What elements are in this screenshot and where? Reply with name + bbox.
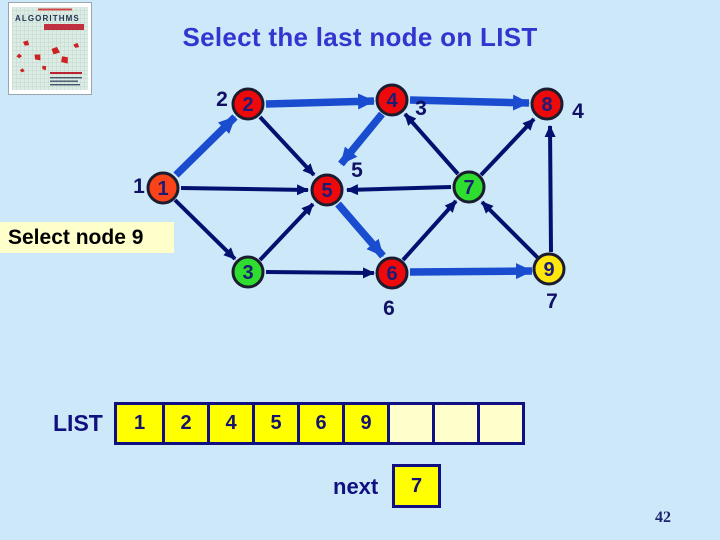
graph-node-3 [231,255,265,289]
visit-order-label: 3 [415,97,427,120]
list-cell [432,405,477,442]
graph-edge-7-8 [479,117,536,177]
graph-edge-7-4 [403,112,460,176]
list-cell: 9 [342,405,387,442]
graph-edge-4-5 [338,111,385,167]
graph-node-number: 5 [321,180,332,202]
visit-order-label: 6 [383,297,395,320]
list-label: LIST [53,410,103,436]
page-title: Select the last node on LIST [182,22,538,52]
algorithms-book-cover: ALGORITHMS [8,2,92,95]
graph-node-8 [530,87,564,121]
list-cell [477,405,522,442]
graph-node-number: 8 [541,94,552,116]
graph-node-number: 2 [242,94,253,116]
book-cover-red-band [44,24,84,30]
graph-edge-9-8 [544,125,556,253]
graph-edge-7-5 [346,184,452,196]
graph-edge-2-5 [258,115,316,177]
select-node-callout: Select node 9 [0,222,174,253]
book-cover-kite-shapes [16,40,80,73]
graph-node-1 [146,171,180,205]
book-cover-grid [12,7,88,90]
list-cell: 2 [162,405,207,442]
visit-order-label: 2 [216,88,228,111]
slide-number: 42 [655,509,671,526]
book-title: ALGORITHMS [15,14,80,23]
graph-edge-4-8 [409,94,530,111]
next-value-box: 7 [392,464,441,508]
graph-node-5 [310,173,344,207]
graph-edge-1-2 [173,114,238,178]
graph-node-6 [375,256,409,290]
graph-node-number: 3 [242,262,253,284]
list-cell: 1 [117,405,162,442]
graph-edge-1-5 [180,184,309,196]
visit-order-label: 4 [572,100,584,123]
graph-node-number: 7 [463,177,474,199]
graph-node-4 [375,83,409,117]
visit-order-label: 1 [133,175,145,198]
graph-node-number: 6 [386,263,397,285]
graph-edge-3-6 [265,267,375,279]
visit-order-label: 5 [351,159,363,182]
graph-edge-6-9 [409,263,533,280]
next-label: next [333,474,379,499]
book-cover-footer-text-lines [50,72,82,86]
graph-node-number: 4 [386,90,398,112]
graph-edge-5-6 [335,201,386,259]
list-cell [387,405,432,442]
graph-node-number: 1 [157,178,168,200]
list-cell: 6 [297,405,342,442]
list-cell: 4 [207,405,252,442]
graph-edge-2-4 [265,93,375,110]
graph-node-7 [452,170,486,204]
visit-order-label: 7 [546,290,558,313]
graph-node-number: 9 [543,259,554,281]
graph-node-2 [231,87,265,121]
graph-edge-9-7 [480,200,540,260]
graph-edge-1-3 [173,198,237,261]
book-cover-subtitle-line [38,8,72,11]
graph-edge-6-7 [401,199,458,262]
graph-edge-3-5 [258,202,315,262]
graph-node-9 [532,252,566,286]
list-cell: 5 [252,405,297,442]
